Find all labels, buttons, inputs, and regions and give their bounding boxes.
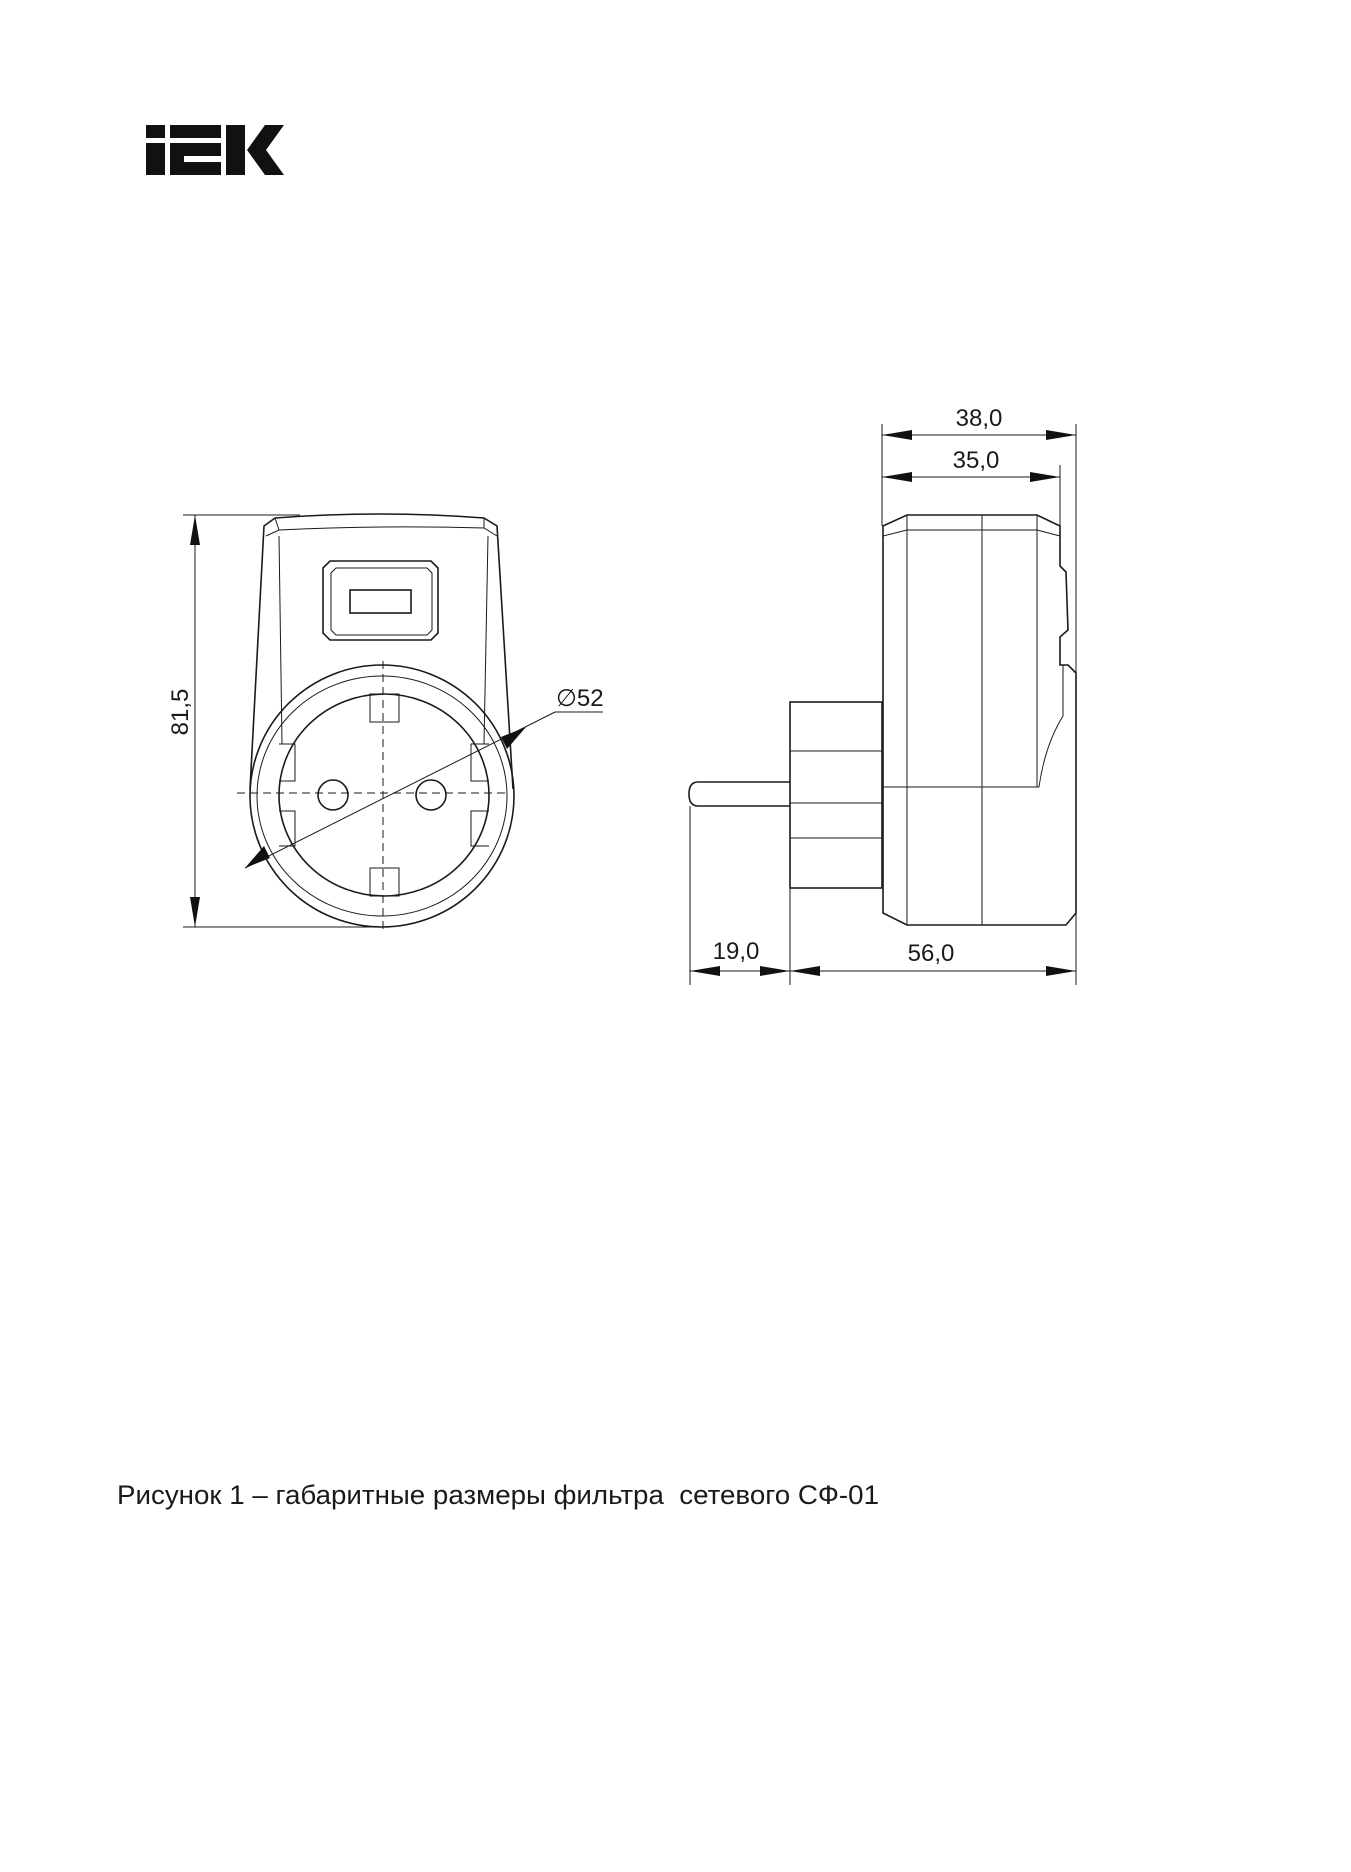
front-view: 81,5 xyxy=(167,513,604,931)
socket-hole-right xyxy=(415,779,447,811)
width-inner-label: 35,0 xyxy=(953,447,1000,474)
side-housing-outline xyxy=(882,514,1077,926)
diameter-label: ∅52 xyxy=(556,685,604,712)
side-view: 38,0 35,0 19,0 56,0 xyxy=(688,405,1077,985)
housing-outline xyxy=(249,513,514,790)
height-label: 81,5 xyxy=(167,689,194,736)
power-switch xyxy=(322,560,439,641)
iek-logo xyxy=(146,125,284,175)
plug-pin xyxy=(688,781,790,807)
socket-hole-left xyxy=(317,779,349,811)
body-depth-label: 56,0 xyxy=(908,940,955,967)
width-outer-label: 38,0 xyxy=(956,405,1003,432)
pin-length-label: 19,0 xyxy=(713,938,760,965)
plug xyxy=(688,701,883,889)
figure-caption: Рисунок 1 – габаритные размеры фильтра с… xyxy=(117,1480,879,1510)
socket xyxy=(237,661,515,931)
